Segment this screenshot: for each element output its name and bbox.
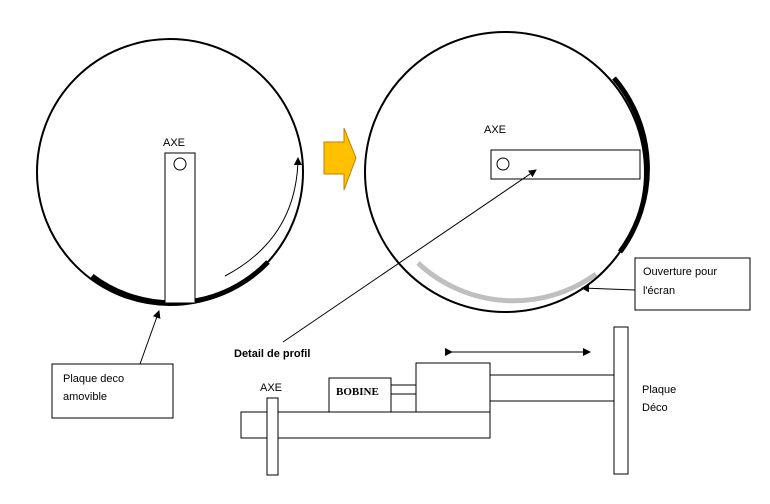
bobine-label: BOBINE <box>336 386 379 398</box>
actuator-rod <box>489 374 615 402</box>
right-axe-label: AXE <box>484 124 506 136</box>
profile-axe-label: AXE <box>260 382 282 394</box>
rotation-arrow <box>224 157 302 277</box>
left-axle-bar <box>164 152 196 304</box>
right-axle-bar <box>490 149 641 180</box>
plaque-deco-plate <box>613 326 629 475</box>
profile-view: AXE BOBINE Plaque Déco <box>240 326 676 476</box>
detail-pointer <box>282 169 537 343</box>
bobine-box <box>328 377 392 413</box>
detail-label: Detail de profil <box>234 348 310 360</box>
transition-arrow-icon <box>323 127 357 191</box>
actuator-housing <box>415 362 491 413</box>
right-wheel: AXE <box>364 31 650 313</box>
left-axle-hole <box>173 157 187 171</box>
plaque-deco-pointer <box>139 310 161 365</box>
profile-axle <box>266 397 279 476</box>
ouverture-line2: l'écran <box>643 285 675 297</box>
ouverture-line1: Ouverture pour <box>643 266 717 278</box>
bobine-link <box>390 384 417 395</box>
ouverture-pointer <box>581 284 636 293</box>
plaque-line1: Plaque <box>642 384 676 396</box>
screen-opening-arc <box>416 261 598 304</box>
left-axe-label: AXE <box>163 137 185 149</box>
plaque-line2: Déco <box>642 402 668 414</box>
profile-base-bar <box>240 411 491 439</box>
left-wheel: AXE <box>36 38 304 306</box>
plaque-deco-callout-box <box>51 363 174 419</box>
ouverture-callout-box <box>634 257 751 311</box>
plaque-deco-line2: amovible <box>63 391 107 403</box>
plaque-deco-line1: Plaque deco <box>63 373 124 385</box>
right-removable-plate-arc <box>612 76 650 254</box>
right-axle-hole <box>496 157 510 171</box>
